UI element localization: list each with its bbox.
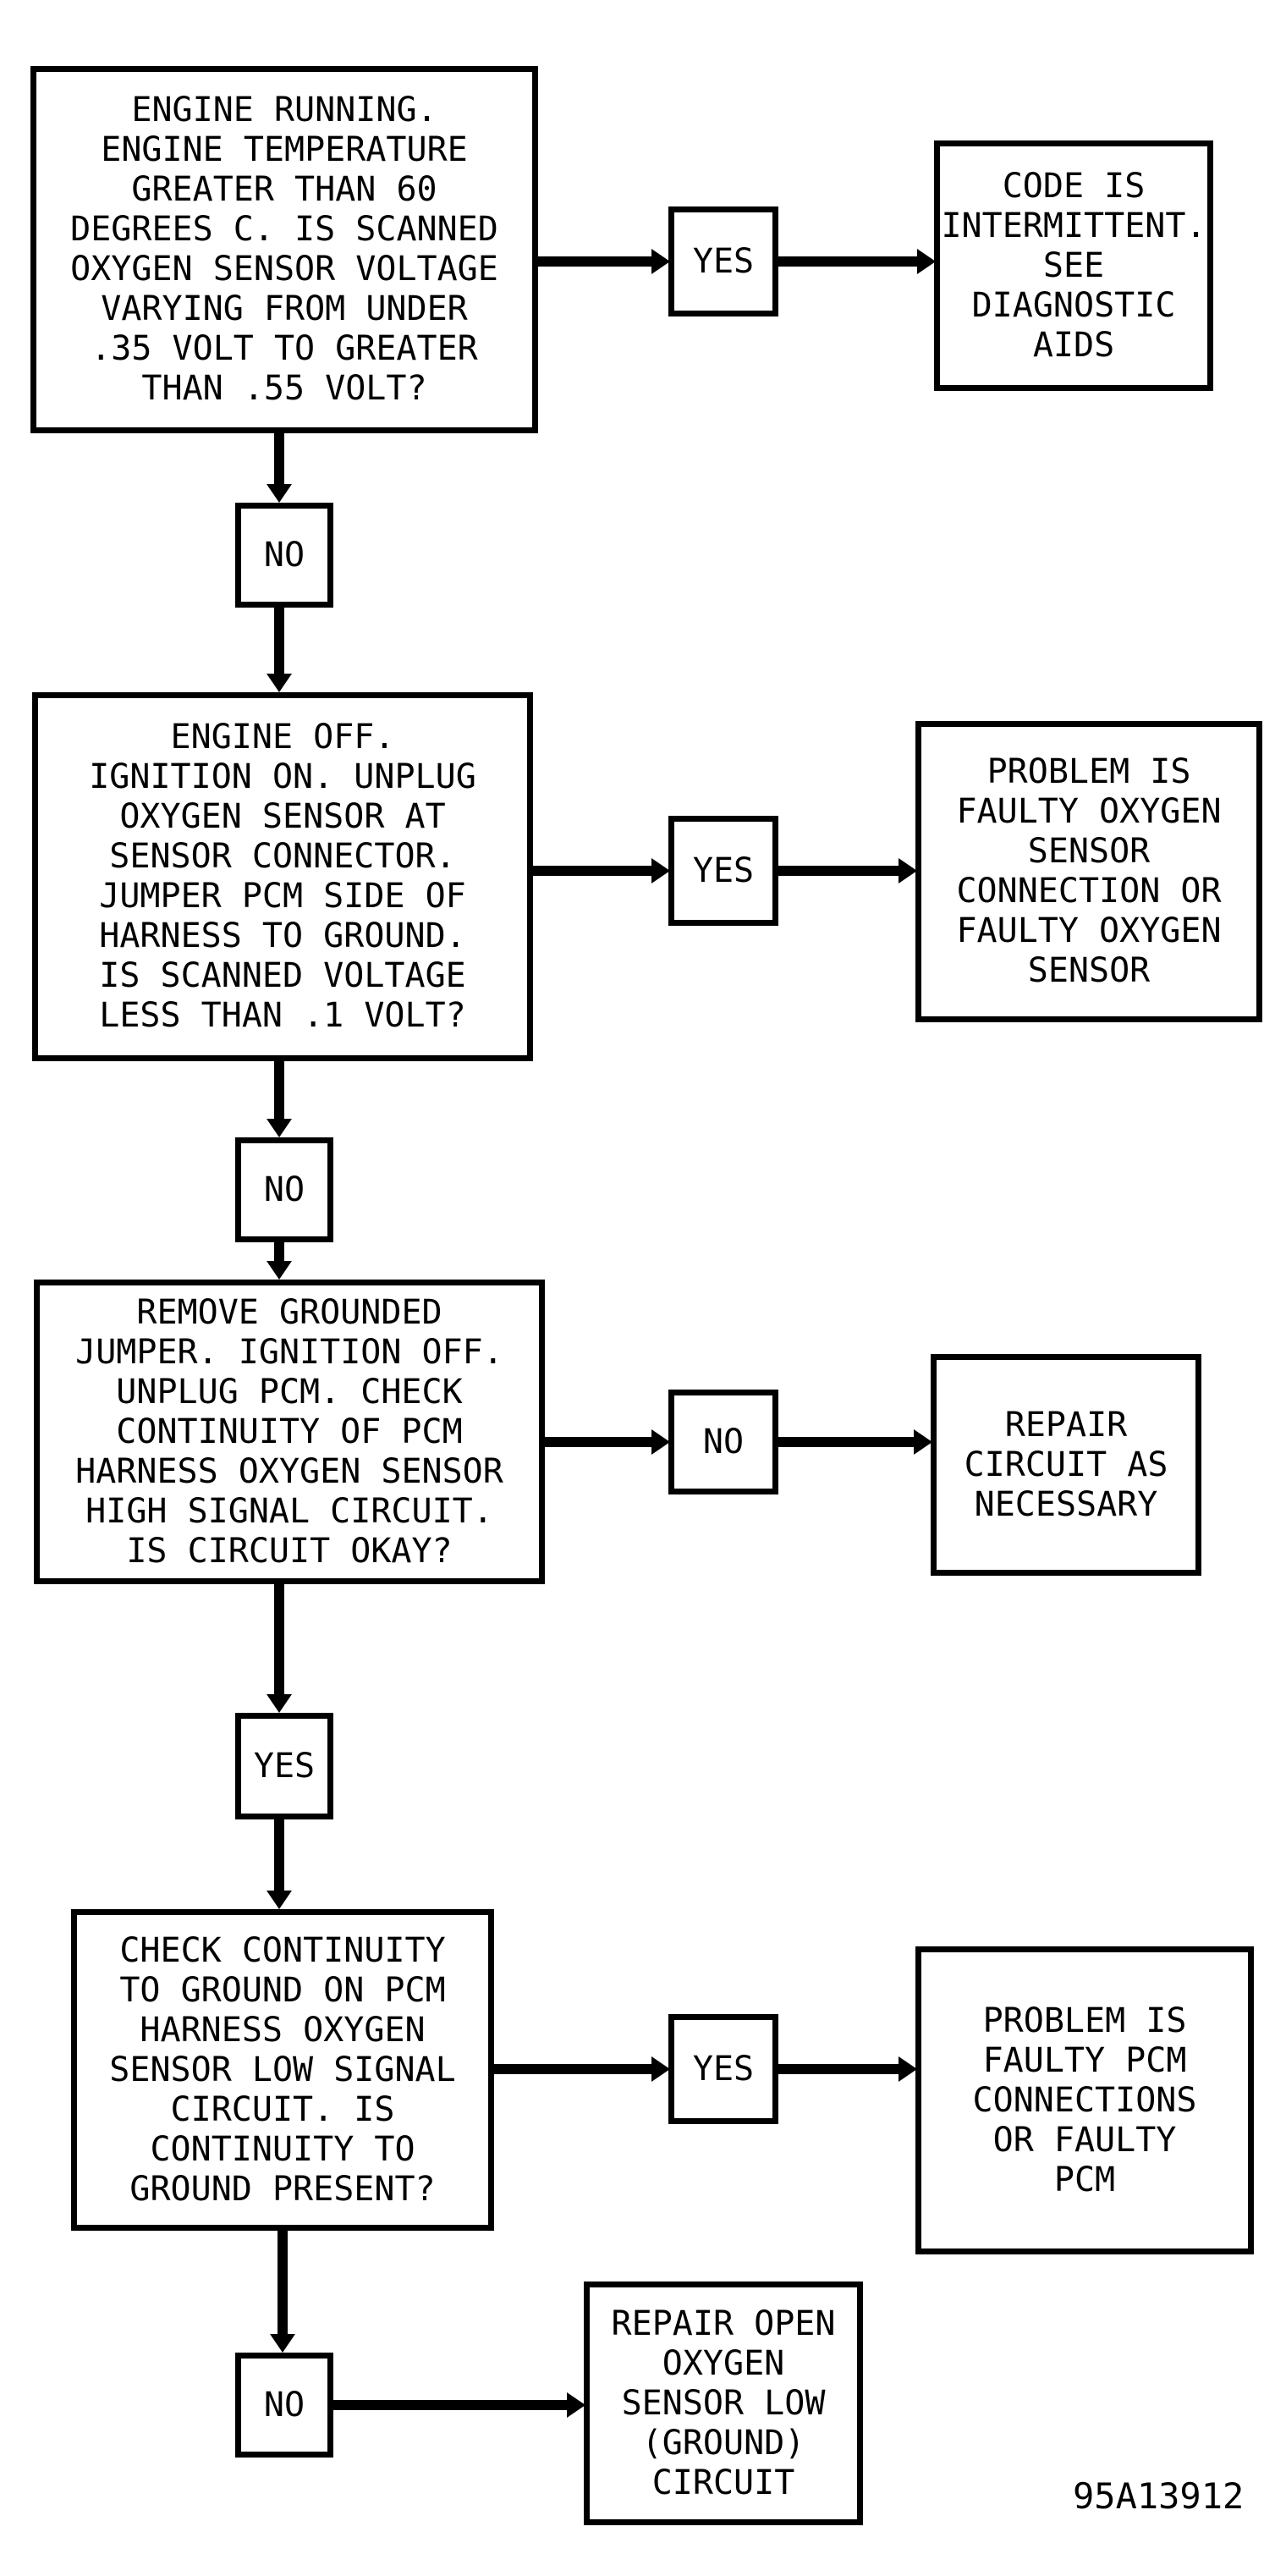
- result-box-5-text: REPAIR OPEN OXYGEN SENSOR LOW (GROUND) C…: [611, 2304, 836, 2502]
- result-box-4-text: PROBLEM IS FAULTY PCM CONNECTIONS OR FAU…: [972, 2001, 1197, 2199]
- branch-label-yes-2-text: YES: [692, 850, 755, 890]
- arrowhead-down-icon: [267, 1891, 292, 1909]
- result-box-3-text: REPAIR CIRCUIT AS NECESSARY: [964, 1405, 1168, 1524]
- decision-box-4-text: CHECK CONTINUITY TO GROUND ON PCM HARNES…: [109, 1930, 456, 2209]
- result-box-1-text: CODE IS INTERMITTENT. SEE DIAGNOSTIC AID…: [941, 166, 1206, 365]
- branch-label-yes-3: YES: [235, 1713, 333, 1819]
- connector-yes1-result1: [778, 256, 917, 267]
- connector-yes2-result2: [778, 866, 899, 876]
- connector-decision3-no3: [545, 1437, 651, 1447]
- arrowhead-down-icon: [267, 484, 292, 503]
- arrowhead-right-icon: [899, 858, 917, 883]
- connector-decision2-yes2: [533, 866, 651, 876]
- arrowhead-down-icon: [267, 1694, 292, 1713]
- result-box-2: PROBLEM IS FAULTY OXYGEN SENSOR CONNECTI…: [915, 721, 1262, 1022]
- connector-no2-decision3: [274, 1242, 284, 1261]
- connector-yes3-decision4: [274, 1819, 284, 1891]
- connector-decision3-yes3: [274, 1584, 284, 1694]
- connector-decision4-no4: [278, 2231, 288, 2334]
- branch-label-yes-4: YES: [668, 2014, 778, 2124]
- result-box-3: REPAIR CIRCUIT AS NECESSARY: [931, 1354, 1201, 1576]
- arrowhead-right-icon: [567, 2392, 585, 2418]
- decision-box-1: ENGINE RUNNING. ENGINE TEMPERATURE GREAT…: [30, 66, 538, 433]
- connector-decision2-no2: [274, 1061, 284, 1119]
- branch-label-no-1: NO: [235, 503, 333, 608]
- branch-label-no-3: NO: [668, 1390, 778, 1494]
- arrowhead-right-icon: [651, 858, 670, 883]
- connector-no4-result5: [332, 2400, 567, 2410]
- branch-label-no-2: NO: [235, 1137, 333, 1242]
- branch-label-yes-2: YES: [668, 816, 778, 926]
- arrowhead-right-icon: [917, 249, 936, 274]
- figure-code: 95A13912: [1073, 2475, 1245, 2517]
- arrowhead-down-icon: [270, 2334, 295, 2353]
- arrowhead-right-icon: [651, 249, 670, 274]
- result-box-2-text: PROBLEM IS FAULTY OXYGEN SENSOR CONNECTI…: [956, 752, 1222, 990]
- result-box-5: REPAIR OPEN OXYGEN SENSOR LOW (GROUND) C…: [584, 2282, 863, 2525]
- arrowhead-down-icon: [267, 1261, 292, 1280]
- branch-label-yes-1-text: YES: [692, 241, 755, 281]
- decision-box-3: REMOVE GROUNDED JUMPER. IGNITION OFF. UN…: [34, 1280, 545, 1584]
- branch-label-no-4-text: NO: [263, 2385, 305, 2425]
- branch-label-no-2-text: NO: [263, 1170, 305, 1209]
- connector-yes4-result4: [778, 2064, 899, 2074]
- branch-label-no-4: NO: [235, 2353, 333, 2458]
- connector-no1-decision2: [274, 608, 284, 674]
- decision-box-2-text: ENGINE OFF. IGNITION ON. UNPLUG OXYGEN S…: [89, 718, 476, 1035]
- decision-box-1-text: ENGINE RUNNING. ENGINE TEMPERATURE GREAT…: [70, 91, 498, 408]
- connector-decision1-yes1: [538, 256, 651, 267]
- arrowhead-down-icon: [267, 1119, 292, 1137]
- branch-label-no-1-text: NO: [263, 535, 305, 575]
- connector-decision1-no1: [274, 433, 284, 484]
- decision-box-4: CHECK CONTINUITY TO GROUND ON PCM HARNES…: [71, 1909, 494, 2231]
- arrowhead-right-icon: [651, 1429, 670, 1455]
- branch-label-yes-1: YES: [668, 206, 778, 316]
- result-box-4: PROBLEM IS FAULTY PCM CONNECTIONS OR FAU…: [915, 1946, 1254, 2254]
- arrowhead-down-icon: [267, 674, 292, 692]
- arrowhead-right-icon: [651, 2056, 670, 2082]
- arrowhead-right-icon: [914, 1429, 932, 1455]
- arrowhead-right-icon: [899, 2056, 917, 2082]
- decision-box-2: ENGINE OFF. IGNITION ON. UNPLUG OXYGEN S…: [32, 692, 533, 1061]
- decision-box-3-text: REMOVE GROUNDED JUMPER. IGNITION OFF. UN…: [75, 1292, 503, 1571]
- branch-label-yes-4-text: YES: [692, 2049, 755, 2089]
- connector-decision4-yes4: [494, 2064, 651, 2074]
- result-box-1: CODE IS INTERMITTENT. SEE DIAGNOSTIC AID…: [934, 140, 1213, 391]
- connector-no3-result3: [778, 1437, 914, 1447]
- branch-label-yes-3-text: YES: [253, 1746, 316, 1786]
- branch-label-no-3-text: NO: [702, 1422, 745, 1461]
